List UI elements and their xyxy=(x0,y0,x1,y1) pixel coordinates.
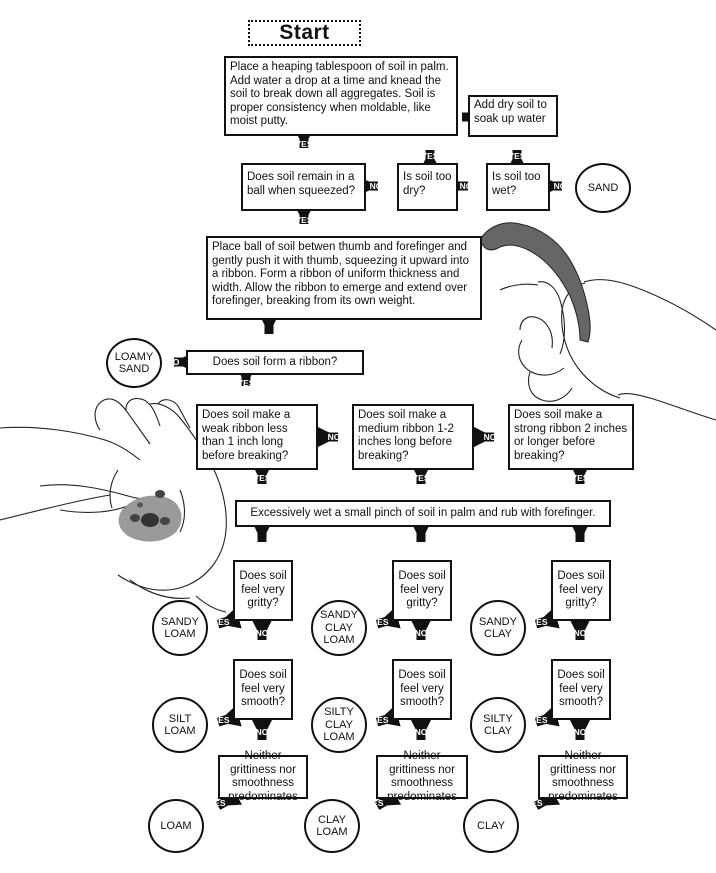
statement-neither-3: Neither grittiness nor smoothness predom… xyxy=(538,750,628,803)
no-label: NO xyxy=(255,628,269,638)
question-smooth-1: Does soil feel very smooth? xyxy=(233,659,293,720)
no-label: NO xyxy=(573,727,587,737)
question-strong-ribbon: Does soil make a strong ribbon 2 inches … xyxy=(508,404,634,470)
yes-label: YES xyxy=(237,378,255,388)
result-silty-clay-loam: SILTY CLAY LOAM xyxy=(311,697,367,753)
start-label: Start xyxy=(279,21,330,44)
connector-arrows xyxy=(174,106,591,810)
yes-label: YES xyxy=(412,473,430,483)
no-label: NO xyxy=(414,628,428,638)
question-gritty-2: Does soil feel very gritty? xyxy=(392,560,452,621)
yes-label: YES xyxy=(530,617,548,627)
no-label: NO xyxy=(255,727,269,737)
yes-label: YES xyxy=(371,715,389,725)
yes-label: YES xyxy=(253,473,271,483)
result-loamy-sand: LOAMY SAND xyxy=(106,338,162,388)
question-ball: Does soil remain in a ball when squeezed… xyxy=(241,163,366,211)
yes-label: YES xyxy=(212,715,230,725)
question-forms-ribbon: Does soil form a ribbon? xyxy=(186,350,364,375)
question-too-dry: Is soil too dry? xyxy=(397,163,458,211)
no-label: NO xyxy=(414,727,428,737)
no-label: NO xyxy=(166,357,180,367)
result-sandy-loam: SANDY LOAM xyxy=(152,600,208,656)
result-silt-loam: SILT LOAM xyxy=(152,697,208,753)
result-sandy-clay-loam: SANDY CLAY LOAM xyxy=(311,600,367,656)
yes-label: YES xyxy=(295,215,313,225)
step-add-dry-soil: Add dry soil to soak up water xyxy=(468,95,558,137)
question-too-wet: Is soil too wet? xyxy=(486,163,550,211)
yes-label: YES xyxy=(371,617,389,627)
statement-neither-1: Neither grittiness nor smoothness predom… xyxy=(218,750,308,803)
result-silty-clay: SILTY CLAY xyxy=(470,697,526,753)
question-smooth-3: Does soil feel very smooth? xyxy=(551,659,611,720)
question-gritty-3: Does soil feel very gritty? xyxy=(551,560,611,621)
step-mix-soil: Place a heaping tablespoon of soil in pa… xyxy=(224,56,458,136)
question-gritty-1: Does soil feel very gritty? xyxy=(233,560,293,621)
soil-smear-left xyxy=(118,490,182,542)
result-clay: CLAY xyxy=(463,799,519,853)
right-hand-illustration xyxy=(499,251,716,421)
yes-label: YES xyxy=(508,151,526,161)
result-loam: LOAM xyxy=(148,799,204,853)
no-label: NO xyxy=(327,432,341,442)
question-weak-ribbon: Does soil make a weak ribbon less than 1… xyxy=(196,404,318,470)
left-hand-illustration xyxy=(0,397,227,613)
soil-ribbon-right xyxy=(479,222,591,343)
yes-label: YES xyxy=(525,798,543,808)
yes-label: YES xyxy=(208,798,226,808)
no-label: NO xyxy=(369,181,383,191)
no-label: NO xyxy=(459,181,473,191)
no-label: NO xyxy=(573,628,587,638)
yes-label: YES xyxy=(571,473,589,483)
yes-label: YES xyxy=(366,798,384,808)
yes-label: YES xyxy=(295,139,313,149)
yes-label: YES xyxy=(212,617,230,627)
result-sand: SAND xyxy=(575,163,631,213)
start-box: Start xyxy=(248,20,361,46)
no-label: NO xyxy=(553,181,567,191)
yes-label: YES xyxy=(530,715,548,725)
result-clay-loam: CLAY LOAM xyxy=(304,799,360,853)
yes-label: YES xyxy=(421,151,439,161)
question-medium-ribbon: Does soil make a medium ribbon 1-2 inche… xyxy=(352,404,474,470)
step-ribbon-instructions: Place ball of soil betwen thumb and fore… xyxy=(206,236,482,320)
result-sandy-clay: SANDY CLAY xyxy=(470,600,526,656)
question-smooth-2: Does soil feel very smooth? xyxy=(392,659,452,720)
statement-neither-2: Neither grittiness nor smoothness predom… xyxy=(376,750,468,803)
no-label: NO xyxy=(483,432,497,442)
step-wet-pinch: Excessively wet a small pinch of soil in… xyxy=(235,500,611,527)
